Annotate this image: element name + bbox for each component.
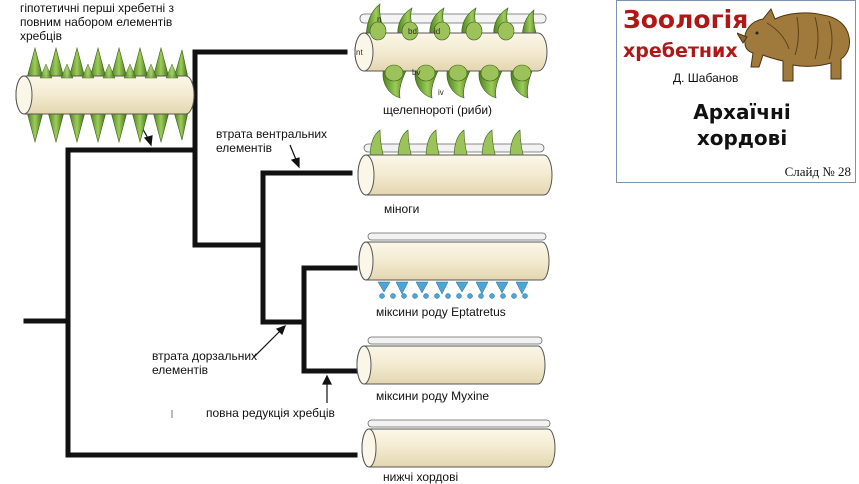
course-title: Зоологія <box>623 5 749 34</box>
taxon-label-eptatretus: міксини роду Eptatretus <box>376 305 506 319</box>
part-label-nt: nt <box>356 48 363 57</box>
taxon-label-lower-chordates: нижчі хордові <box>383 470 459 484</box>
taxon-label-gnathostomes: щелепнороті (риби) <box>383 103 493 117</box>
ancestor-vertebra-illustration <box>15 46 195 144</box>
event-label-dorsal-loss: втрата дорзальних елементів <box>152 349 258 377</box>
taxon-label-myxine: міксини роду Myxine <box>376 389 490 403</box>
eptatretus-vertebra-illustration <box>358 232 550 299</box>
event-label-full-reduction: повна редукція хребців <box>206 406 335 420</box>
part-label-n: n <box>377 15 381 24</box>
gnathostome-vertebra-illustration: n nt bd id bv iv <box>354 3 548 99</box>
author-name: Д. Шабанов <box>673 71 739 85</box>
part-label-iv: iv <box>438 88 444 97</box>
slide-number: Слайд № 28 <box>784 164 851 179</box>
ancestor-label: гіпотетичні перші хребетні з повним набо… <box>20 1 174 43</box>
taxon-label-lampreys: міноги <box>384 202 420 216</box>
lecture-title: Архаїчні хордові <box>693 100 791 150</box>
course-subtitle: хребетних <box>623 40 738 62</box>
lamprey-vertebra-illustration <box>357 129 553 196</box>
lower-chordate-notochord-illustration <box>361 419 556 468</box>
part-label-bd: bd <box>408 27 417 36</box>
part-label-bv: bv <box>412 68 420 77</box>
title-box: Зоологія хребетних Д. Шабанов Архаїчні х… <box>616 0 856 183</box>
rhinoceros-illustration <box>737 8 850 82</box>
tree-lines <box>23 49 358 458</box>
myxine-notochord-illustration <box>356 336 546 385</box>
event-label-ventral-loss: втрата вентральних елементів <box>216 127 328 155</box>
part-label-id: id <box>434 27 440 36</box>
